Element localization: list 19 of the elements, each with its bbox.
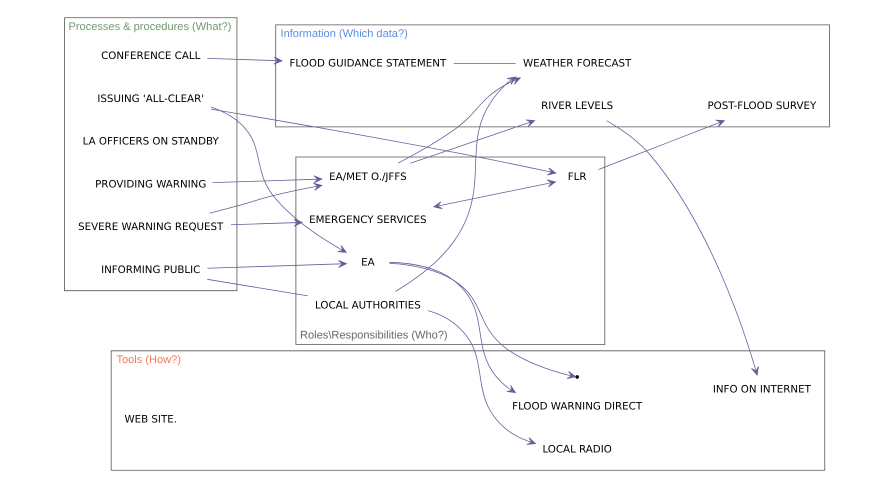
node-text: RIVER LEVELS — [541, 100, 614, 112]
node-text: EMERGENCY SERVICES — [309, 214, 427, 226]
node-text: LOCAL RADIO — [542, 443, 612, 456]
node-text: LOCAL AUTHORITIES — [315, 299, 421, 312]
node-text: POST-FLOOD SURVEY — [707, 100, 816, 112]
node-text: EA/MET O./JFFS — [329, 171, 407, 184]
node-text: INFORMING PUBLIC — [101, 264, 200, 276]
node-text: PROVIDING WARNING — [95, 178, 206, 190]
node-text: CONFERENCE CALL — [101, 50, 200, 62]
node-text: FLR — [568, 171, 587, 184]
node-text: FLOOD GUIDANCE STATEMENT — [290, 57, 446, 70]
node-text: INFO ON INTERNET — [712, 383, 811, 396]
node-text: ISSUING 'ALL-CLEAR' — [97, 92, 204, 105]
node-text: WEATHER FORECAST — [522, 57, 632, 70]
node-text: LA OFFICERS ON STANDBY — [82, 136, 219, 148]
node-text: SEVERE WARNING REQUEST — [78, 221, 224, 234]
node-text: WEB SITE. — [124, 413, 177, 426]
node-text: FLOOD WARNING DIRECT — [512, 400, 642, 413]
node-text: EA — [361, 256, 375, 269]
